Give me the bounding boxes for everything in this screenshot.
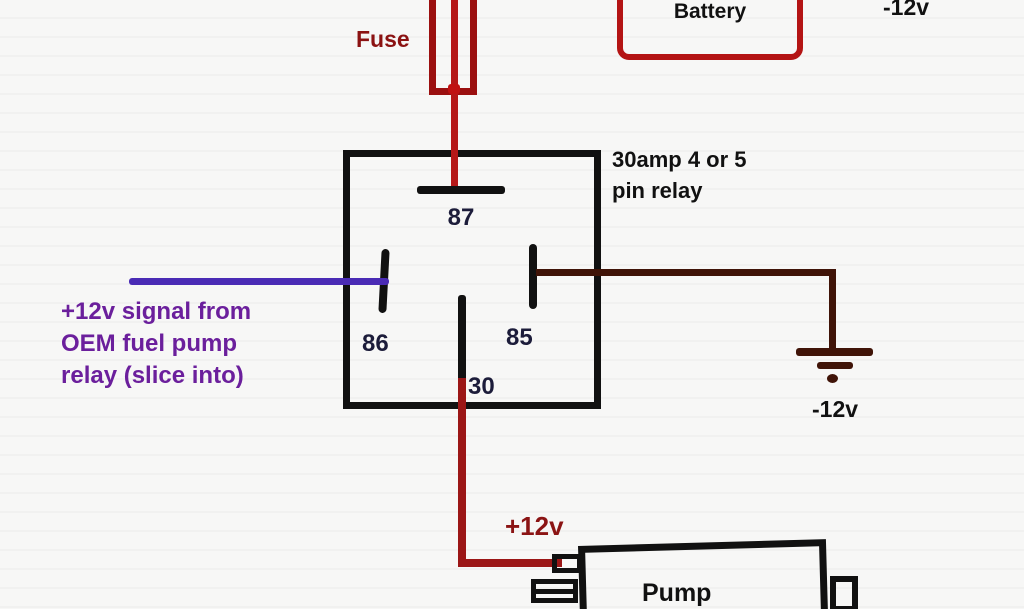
relay-note-line2: pin relay	[612, 178, 703, 203]
fuse-label: Fuse	[356, 26, 410, 52]
pump-supply-label: +12v	[505, 511, 564, 541]
ground-voltage-label: -12v	[812, 396, 859, 422]
relay-note-line1: 30amp 4 or 5	[612, 147, 747, 172]
pin30-pump-wire-horizontal	[458, 559, 562, 567]
pin85-contact-icon	[529, 244, 537, 309]
battery-label: Battery	[673, 0, 747, 23]
relay-note: 30amp 4 or 5 pin relay	[612, 144, 747, 206]
signal-caption: +12v signal from OEM fuel pump relay (sl…	[61, 296, 251, 392]
pump-terminal-tab2-divider	[531, 589, 573, 594]
pump-label: Pump	[642, 579, 712, 607]
pin85-ground-wire-vertical	[829, 269, 836, 354]
ground-icon-bar2	[817, 362, 853, 369]
fuse-junction-dot	[448, 84, 460, 94]
pin85-label: 85	[506, 324, 533, 351]
pin87-label: 87	[447, 204, 475, 231]
signal-caption-line3: relay (slice into)	[61, 362, 244, 389]
pin30-pump-wire-vertical	[458, 378, 466, 567]
pin30-label: 30	[468, 373, 495, 400]
signal-caption-line1: +12v signal from	[61, 298, 252, 325]
battery-voltage-label: -12v	[883, 0, 930, 20]
signal-wire	[129, 278, 389, 285]
battery-to-pin87-wire	[451, 0, 458, 191]
pin87-contact-icon	[417, 186, 505, 194]
pump-terminal-tab1	[552, 554, 582, 573]
pin30-contact-icon	[458, 295, 466, 381]
battery-box	[617, 0, 803, 60]
pump-terminal-tab2	[531, 579, 578, 603]
pin85-ground-wire-horizontal	[536, 269, 836, 276]
pump-notch	[830, 576, 858, 609]
pin86-label: 86	[362, 330, 389, 357]
signal-caption-line2: OEM fuel pump	[61, 330, 237, 357]
ground-icon-dot	[827, 374, 838, 383]
ground-icon	[796, 348, 873, 356]
